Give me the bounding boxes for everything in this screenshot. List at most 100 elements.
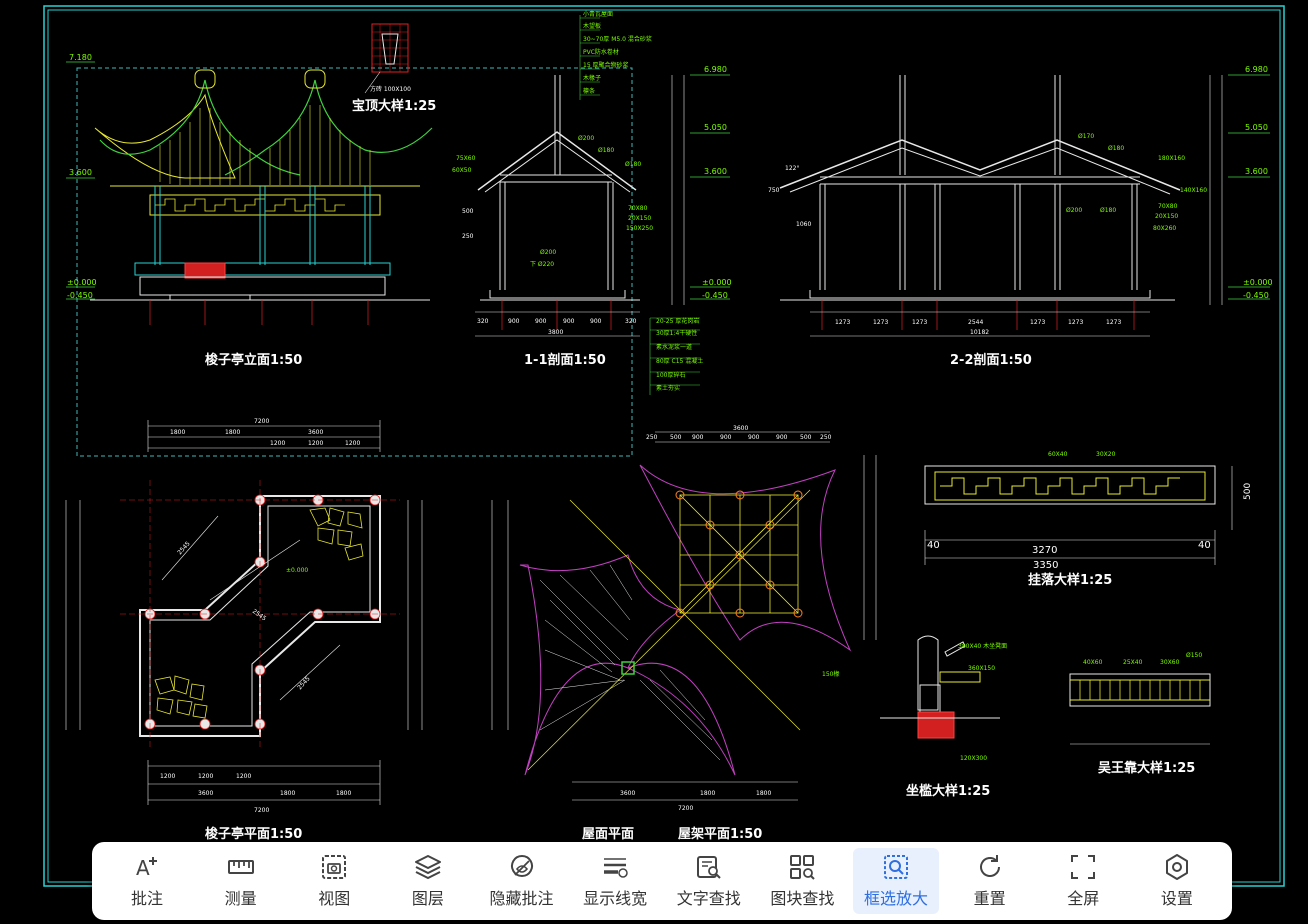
dim-250-roof-a: 250 [646, 434, 658, 441]
dim-1273b: 1273 [873, 319, 888, 326]
svg-text:30厚1:4干硬性: 30厚1:4干硬性 [656, 329, 697, 337]
note-plan-level: ±0.000 [286, 567, 308, 574]
dim-750: 750 [768, 187, 780, 194]
label-elevation: 梭子亭立面1:50 [205, 352, 302, 368]
dim-3600-roof-bot: 3600 [620, 790, 635, 797]
level-ground-left: ±0.000 [67, 278, 97, 287]
dim-1273a: 1273 [835, 319, 850, 326]
level-eave-upper-s2: 5.050 [1245, 123, 1268, 132]
ruler-icon [227, 860, 254, 874]
label-section-2-2: 2-2剖面1:50 [950, 352, 1032, 368]
note-rail-150: Ø150 [1186, 652, 1202, 659]
svg-text:20-25 厚花岗岩: 20-25 厚花岗岩 [656, 317, 699, 325]
tool-block-search[interactable]: 图块查找 [759, 848, 845, 914]
tool-reset[interactable]: 重置 [947, 848, 1033, 914]
level-top-left: 7.180 [69, 53, 92, 62]
svg-text:500: 500 [462, 208, 474, 215]
note-fascia-60x40: 60X40 [1048, 451, 1068, 458]
level-base-left: -0.450 [67, 291, 93, 300]
tool-box-zoom-label: 框选放大 [863, 889, 928, 908]
tool-line-width[interactable]: 显示线宽 [572, 848, 658, 914]
dim-1200-top-c: 1200 [345, 440, 360, 447]
note-pipe-170: Ø170 [1078, 133, 1094, 140]
dim-1273d: 1273 [1030, 319, 1045, 326]
roof-plan-drawing: 150椽 3600 250 500 900 900 900 900 500 25… [491, 425, 877, 812]
dim-7200-top: 7200 [254, 418, 269, 425]
svg-text:下 Ø220: 下 Ø220 [530, 261, 554, 268]
svg-text:小青瓦屋面: 小青瓦屋面 [583, 10, 613, 18]
tool-text-search[interactable]: 文字查找 [666, 848, 752, 914]
note-rail-25x40: 25X40 [1123, 659, 1143, 666]
note-pipe-200: Ø200 [578, 135, 594, 142]
note-rail-30x60: 30X60 [1160, 659, 1180, 666]
reset-icon [979, 855, 1000, 877]
hide-annotation-icon [510, 855, 533, 877]
dim-2544: 2544 [968, 319, 983, 326]
tool-reset-label: 重置 [973, 889, 1006, 908]
dim-1800-roof-b: 1800 [756, 790, 771, 797]
tool-box-zoom[interactable]: 框选放大 [853, 848, 939, 914]
dim-7200-roof: 7200 [678, 805, 693, 812]
svg-text:檩条: 檩条 [583, 87, 595, 95]
note-beam-150x250: 150X250 [626, 225, 653, 232]
dim-900a: 900 [508, 318, 520, 325]
annotate-icon: A [136, 856, 157, 880]
railing-detail-drawing: 40X60 25X40 30X60 Ø150 [1069, 652, 1211, 745]
dim-900-roof-c: 900 [748, 434, 760, 441]
tool-block-search-label: 图块查找 [770, 889, 835, 908]
dim-1200-bot-a: 1200 [160, 773, 175, 780]
dim-900b: 900 [535, 318, 547, 325]
svg-text:15 厚聚合物砂浆: 15 厚聚合物砂浆 [583, 61, 629, 69]
note-beam-20x150-s2: 20X150 [1155, 213, 1178, 220]
svg-text:80厚 C15 混凝土: 80厚 C15 混凝土 [656, 357, 703, 365]
tool-annotate[interactable]: A 批注 [104, 848, 190, 914]
tool-layers[interactable]: 图层 [385, 848, 471, 914]
dim-500-fascia: 500 [1243, 483, 1253, 500]
dim-3600-bot: 3600 [198, 790, 213, 797]
view-icon [322, 855, 347, 879]
dim-angle-122: 122° [785, 165, 799, 172]
box-zoom-icon [884, 855, 908, 879]
dim-900d: 900 [590, 318, 602, 325]
svg-text:素水泥浆一道: 素水泥浆一道 [656, 343, 692, 351]
svg-text:PVC防水卷材: PVC防水卷材 [583, 48, 619, 56]
svg-text:60X50: 60X50 [452, 167, 472, 174]
dim-1800-top-a: 1800 [170, 429, 185, 436]
bottom-toolbar: A 批注 测量 视图 图层 隐藏批注 显示线宽 文字查找 图块查找 框选放大 重… [92, 842, 1232, 920]
note-pipe-180: Ø180 [598, 147, 614, 154]
level-eave-s1: 3.600 [704, 167, 727, 176]
section-1-1-drawing: 小青瓦屋面 木望板 30~70厚 M5.0 混合砂浆 PVC防水卷材 15 厚聚… [452, 10, 732, 395]
dim-1273c: 1273 [912, 319, 927, 326]
tool-annotate-label: 批注 [130, 889, 163, 908]
svg-text:木望板: 木望板 [583, 22, 601, 30]
dim-1800-roof-a: 1800 [700, 790, 715, 797]
dim-3350: 3350 [1033, 560, 1058, 571]
label-railing: 吴王靠大样1:25 [1098, 760, 1195, 776]
label-roof-plan: 屋面平面 [582, 827, 634, 842]
tool-text-search-label: 文字查找 [676, 889, 741, 908]
note-fascia-30x20: 30X20 [1096, 451, 1116, 458]
dim-3800: 3800 [548, 329, 563, 336]
svg-text:素土夯实: 素土夯实 [656, 384, 680, 392]
tool-settings[interactable]: 设置 [1134, 848, 1220, 914]
dim-1800-bot-b: 1800 [336, 790, 351, 797]
dim-320b: 320 [625, 318, 637, 325]
elevation-drawing: 7.180 3.600 ±0.000 -0.450 [66, 53, 433, 325]
tool-fullscreen[interactable]: 全屏 [1040, 848, 1126, 914]
tool-measure-label: 测量 [224, 889, 257, 908]
dim-2545b: 2545 [251, 608, 268, 623]
dim-10182: 10182 [970, 329, 989, 336]
finial-detail-drawing: 方砖 100X100 [364, 23, 411, 94]
dim-3270: 3270 [1032, 545, 1057, 556]
hanging-fascia-drawing: 60X40 30X20 3270 3350 40 40 500 [924, 451, 1253, 571]
tool-view[interactable]: 视图 [291, 848, 377, 914]
label-plan: 梭子亭平面1:50 [205, 826, 302, 842]
level-base-s2: -0.450 [1243, 291, 1269, 300]
tool-hide-annotation[interactable]: 隐藏批注 [479, 848, 565, 914]
dim-1200-top-a: 1200 [270, 440, 285, 447]
tool-measure[interactable]: 测量 [198, 848, 284, 914]
dim-900-roof-b: 900 [720, 434, 732, 441]
level-eave-left: 3.600 [69, 168, 92, 177]
label-hanging-fascia: 挂落大样1:25 [1028, 572, 1112, 588]
